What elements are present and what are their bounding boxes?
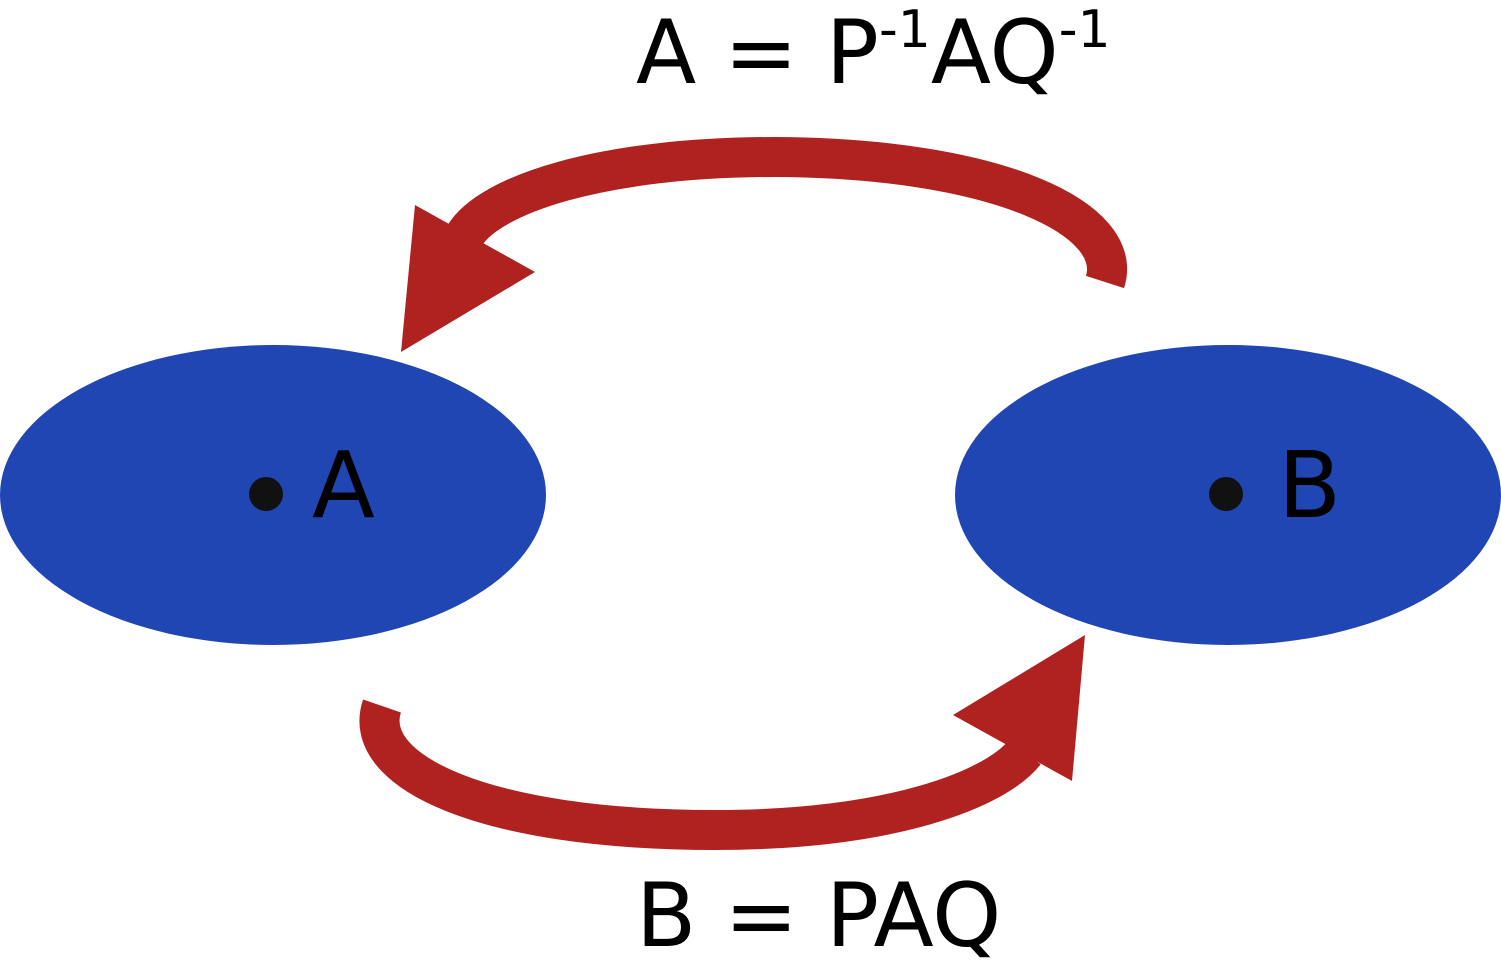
formula-top-mid: AQ (930, 1, 1059, 104)
formula-top: A = P-1AQ-1 (636, 4, 1111, 97)
formula-top-lhs: A = P (636, 1, 879, 104)
bottom-arrow-head (953, 635, 1085, 781)
formula-bottom: B = PAQ (636, 864, 1002, 967)
formula-top-sup1: -1 (878, 0, 931, 60)
node-a-label: A (312, 432, 375, 539)
formula-top-sup2: -1 (1058, 0, 1111, 60)
bottom-arrow-shaft (359, 699, 1041, 851)
top-arrow-shaft (448, 136, 1127, 289)
node-b-dot (1209, 477, 1243, 511)
node-a-dot (249, 477, 283, 511)
node-b-label: B (1278, 432, 1342, 539)
top-arrow-head (401, 205, 535, 352)
